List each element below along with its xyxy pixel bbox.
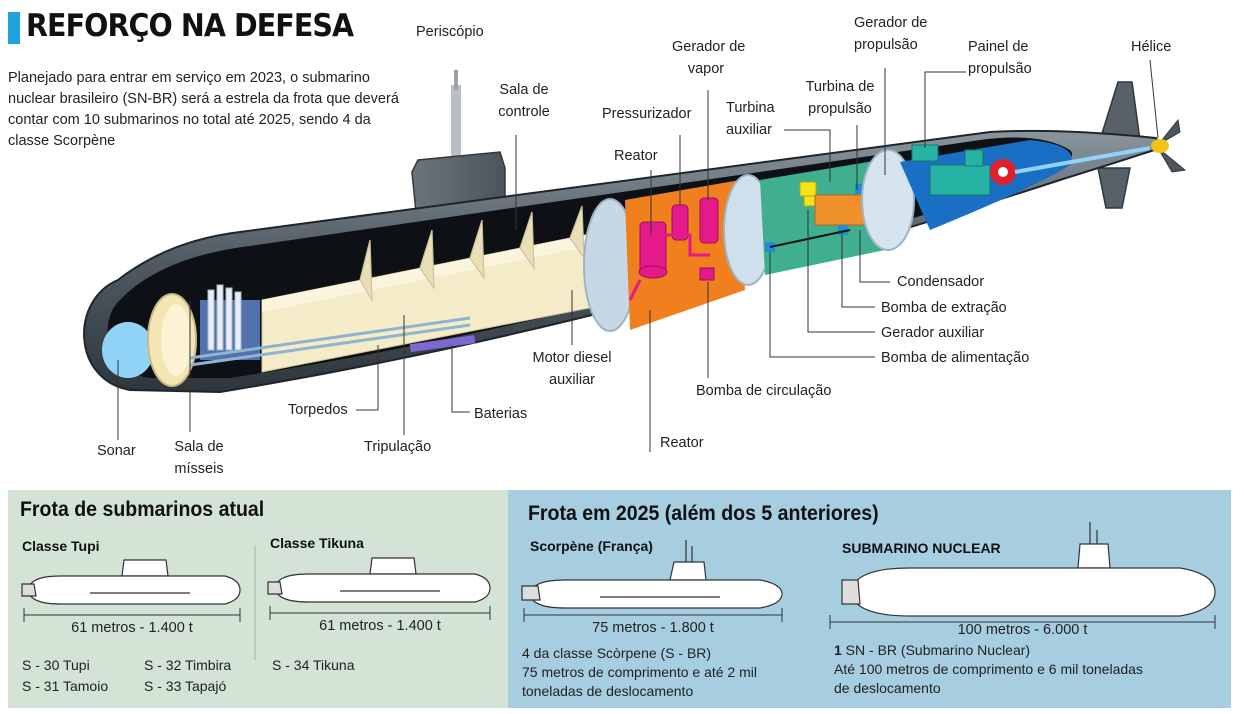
label-reactor-bottom: Reator — [660, 435, 704, 451]
title-accent-bar — [8, 12, 20, 44]
label-propulsion-turbine-1: Turbina de — [805, 79, 875, 95]
tail-fin-bottom — [1097, 167, 1131, 209]
label-circulation-pump: Bomba de circulação — [696, 383, 832, 399]
tupi-class-name: Classe Tupi — [22, 538, 100, 554]
fleet-2025-heading: Frota em 2025 (além dos 5 anteriores) — [528, 502, 879, 525]
nuclear-desc-line: Até 100 metros de comprimento e 6 mil to… — [834, 661, 1143, 677]
label-propulsion-panel-1: Painel de — [968, 39, 1029, 55]
scorpene-dimension: 75 metros - 1.800 t — [592, 620, 714, 636]
nuclear-desc-line: de deslocamento — [834, 680, 941, 696]
tupi-unit: S - 31 Tamoio — [22, 678, 109, 694]
tikuna-class-name: Classe Tikuna — [270, 535, 364, 551]
nuclear-desc-first: SN - BR (Submarino Nuclear) — [841, 642, 1031, 658]
scorpene-desc-line: 4 da classe Scòrpene (S - BR) — [522, 645, 712, 661]
label-steam-generator-1: Gerador de — [672, 39, 746, 55]
label-periscope: Periscópio — [416, 24, 484, 40]
submarine-cutaway-diagram — [83, 59, 1187, 452]
label-steam-generator-2: vapor — [687, 61, 725, 77]
page-title: REFORÇO NA DEFESA — [26, 8, 354, 44]
tupi-unit: S - 30 Tupi — [22, 657, 90, 673]
current-fleet-heading: Frota de submarinos atual — [20, 498, 265, 521]
tupi-dimension: 61 metros - 1.400 t — [71, 620, 193, 636]
label-control-room-1: Sala de — [499, 82, 549, 98]
label-aux-turbine-2: auxiliar — [726, 122, 772, 138]
nuclear-sub-silhouette — [841, 522, 1216, 617]
scorpene-desc-line: toneladas de deslocamento — [522, 683, 694, 699]
label-propulsion-turbine-2: propulsão — [808, 101, 872, 117]
label-pressurizer: Pressurizador — [602, 106, 692, 122]
label-torpedoes: Torpedos — [288, 402, 348, 418]
label-diesel-motor-2: auxiliar — [549, 372, 595, 388]
periscope-mast — [451, 85, 461, 170]
tupi-unit: S - 33 Tapajó — [144, 678, 227, 694]
label-propulsion-panel-2: propulsão — [968, 61, 1032, 77]
label-aux-turbine-1: Turbina — [726, 100, 775, 116]
label-reactor-top: Reator — [614, 148, 658, 164]
label-aux-generator: Gerador auxiliar — [881, 325, 985, 341]
label-control-room-2: controle — [498, 104, 550, 120]
label-extraction-pump: Bomba de extração — [881, 300, 1007, 316]
label-feed-pump: Bomba de alimentação — [881, 350, 1030, 366]
tikuna-silhouette — [267, 557, 491, 603]
tupi-silhouette — [21, 559, 241, 605]
label-batteries: Baterias — [474, 406, 528, 422]
label-diesel-motor-1: Motor diesel — [532, 350, 612, 366]
propeller-hub — [1151, 139, 1169, 153]
nuclear-dimension: 100 metros - 6.000 t — [957, 622, 1088, 638]
nuclear-count: 1 — [834, 642, 842, 658]
label-propulsion-generator-2: propulsão — [854, 37, 918, 53]
label-missile-room-1: Sala de — [174, 439, 224, 455]
label-crew: Tripulação — [364, 439, 432, 455]
sonar-dome — [102, 322, 154, 378]
tikuna-unit: S - 34 Tikuna — [272, 657, 355, 673]
tupi-unit: S - 32 Timbira — [144, 657, 232, 673]
label-propeller: Hélice — [1131, 39, 1172, 55]
label-condenser: Condensador — [897, 274, 985, 290]
scorpene-silhouette — [521, 540, 783, 609]
tikuna-dimension: 61 metros - 1.400 t — [319, 618, 441, 634]
scorpene-class-name: Scorpène (França) — [530, 538, 653, 554]
label-propulsion-generator-1: Gerador de — [854, 15, 928, 31]
scorpene-desc-line: 75 metros de comprimento e até 2 mil — [522, 664, 757, 680]
intro-text: Planejado para entrar em serviço em 2023… — [8, 70, 399, 149]
nuclear-sub-name: SUBMARINO NUCLEAR — [842, 540, 1001, 556]
nuclear-desc-line: 1 SN - BR (Submarino Nuclear) — [834, 641, 1030, 659]
label-missile-room-2: mísseis — [174, 461, 224, 477]
label-sonar: Sonar — [97, 443, 136, 459]
